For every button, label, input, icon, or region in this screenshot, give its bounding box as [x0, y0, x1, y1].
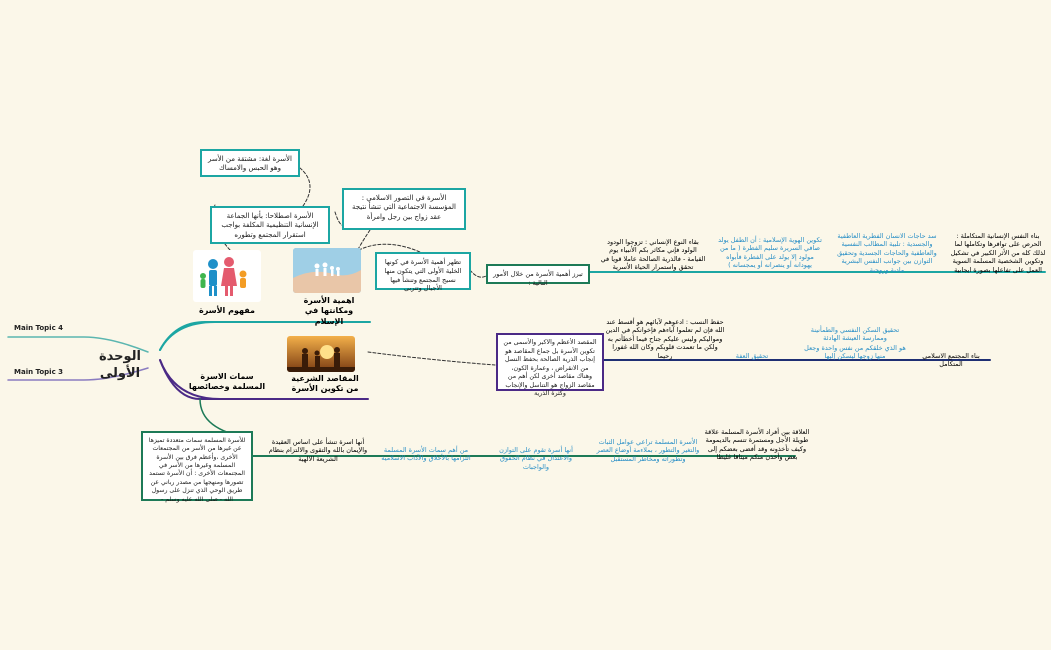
family-sunset-image	[287, 336, 355, 372]
importance-hub-box[interactable]: تبرز أهمية الأسرة من خلال الأمور التالية…	[486, 264, 590, 287]
branch-traits[interactable]: سمات الاسرة المسلمة وخصائصها	[188, 372, 266, 392]
concept-language-box[interactable]: الأسرة لغة: مشتقة من الأسر وهو الحبس وال…	[200, 149, 300, 177]
connector-importance	[159, 321, 371, 351]
importance-item-identity[interactable]: تكوين الهوية الإسلامية : أن الطفل يولد ص…	[718, 236, 822, 270]
traits-item-ethics[interactable]: من أهم سمات الأسرة المسلمة التزامها بالأ…	[381, 446, 471, 463]
importance-item-species[interactable]: بقاء النوع الإنساني : تزوجوا الودود الول…	[600, 238, 706, 272]
connector-concept	[159, 321, 263, 351]
importance-item-needs[interactable]: سد حاجات الانسان الفطرية العاطفية والجسد…	[837, 232, 937, 274]
objectives-verse-calm[interactable]: هو الذي خلقكم من نفس واحدة وجعل منها زوج…	[804, 344, 906, 361]
traits-item-faith[interactable]: أنها اسرة تنشأ على اساس العقيدة والإيمان…	[268, 438, 368, 463]
family-hands-image	[293, 248, 361, 293]
branch-importance[interactable]: اهمية الأسرة ومكانتها في الإسلام	[303, 296, 355, 326]
traits-item-balance[interactable]: أنها أسرة تقوم على التوازن والاعتدال في …	[499, 446, 573, 471]
traits-box[interactable]: للأسرة المسلمة سمات متعددة تميزها عن غير…	[141, 431, 253, 503]
importance-item-self[interactable]: بناء النفس الإنسانية المتكاملة : الحرص ع…	[950, 232, 1046, 274]
concept-term-box[interactable]: الأسرة اصطلاحا: بأنها الجماعة الإنسانية …	[210, 206, 330, 244]
central-topic[interactable]: الوحدة الأولى	[98, 349, 142, 381]
traits-item-stability[interactable]: الأسرة المسلمة تراعي عوامل الثبات والتغي…	[596, 438, 700, 463]
importance-box[interactable]: تظهر أهمية الأسرة في كونها الخلية الأولى…	[375, 252, 471, 292]
traits-item-relationship[interactable]: العلاقة بين أفراد الأسرة المسلمة علاقة ط…	[704, 428, 810, 462]
objectives-verse-lineage[interactable]: حفظ النسب : ادعوهم لآبائهم هو أقسط عند ا…	[605, 318, 725, 360]
main-topic-3-tag[interactable]: Main Topic 3	[14, 368, 64, 376]
connector-main-topic-4	[7, 336, 149, 353]
connector-main-topic-3	[7, 367, 149, 381]
family-figures-image	[193, 250, 261, 302]
main-topic-4-tag[interactable]: Main Topic 4	[14, 324, 64, 332]
dashed-objectives-box	[367, 351, 496, 366]
objectives-society[interactable]: بناء المجتمع الاسلامي المتكامل	[922, 352, 980, 369]
objectives-chastity[interactable]: تحقيق العفة	[735, 352, 769, 360]
objectives-calm[interactable]: تحقيق السكن النفسي والطمأنينة وممارسة ال…	[810, 326, 900, 343]
concept-islamic-box[interactable]: الأسرة في التصور الاسلامي : المؤسسة الاج…	[342, 188, 466, 230]
dashed-box-hub	[469, 269, 487, 278]
dashed-term-lang	[299, 167, 311, 211]
branch-concept[interactable]: مفهوم الأسرة	[199, 306, 255, 315]
objectives-box[interactable]: المقصد الأعظم والاكبر والأسمى من تكوين ا…	[496, 333, 604, 397]
branch-objectives[interactable]: المقاصد الشرعية من تكوين الأسرة	[291, 374, 359, 394]
